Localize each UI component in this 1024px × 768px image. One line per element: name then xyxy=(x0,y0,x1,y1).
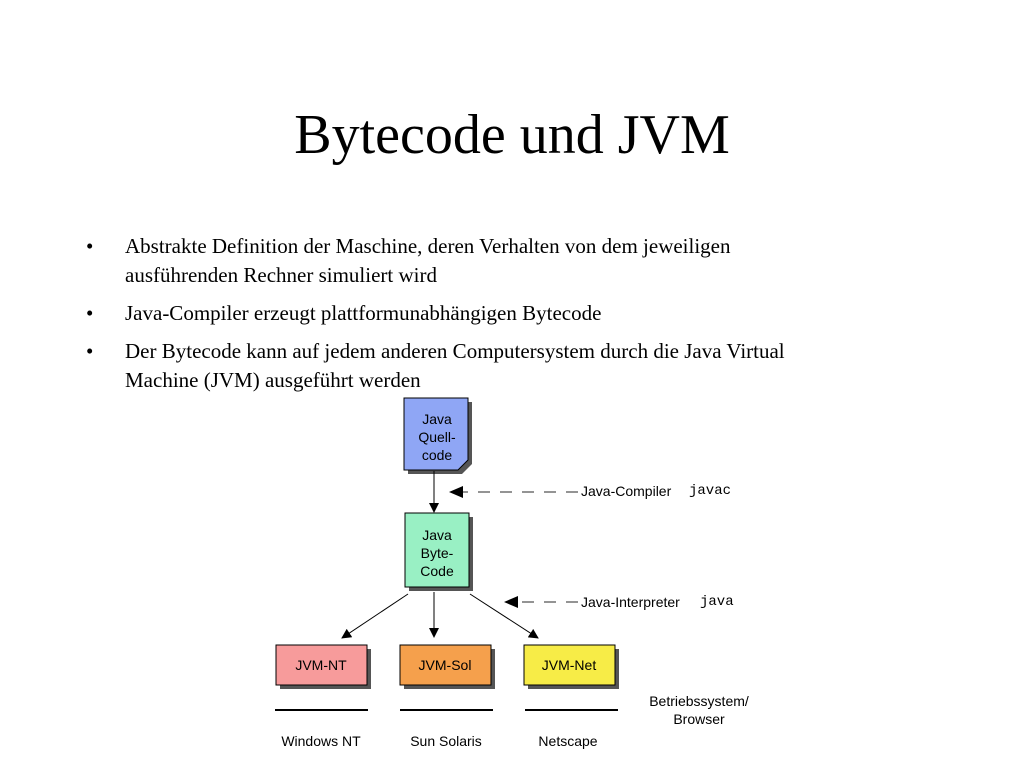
bullet-item: • Java-Compiler erzeugt plattformunabhän… xyxy=(86,299,966,328)
bullet-line: Machine (JVM) ausgeführt werden xyxy=(125,368,421,392)
arrow-to-jvm-nt xyxy=(341,593,409,639)
platform-label-netscape: Netscape xyxy=(538,733,597,749)
source-code-label-line: Java xyxy=(422,411,452,427)
source-code-shape xyxy=(403,397,469,471)
bytecode-label-line: Java xyxy=(422,527,452,543)
interpreter-command: java xyxy=(700,594,734,610)
source-code-box: Java Quell- code xyxy=(403,397,472,474)
interpreter-label: Java-Interpreter xyxy=(581,594,680,610)
platform-caption-line: Browser xyxy=(673,711,725,727)
bytecode-shape xyxy=(404,512,470,588)
interpreter-arrowhead-icon xyxy=(504,596,518,608)
jvm-net-label: JVM-Net xyxy=(542,657,597,673)
compiler-label: Java-Compiler xyxy=(581,483,672,499)
jvm-nt-shape xyxy=(275,644,368,686)
bullet-line: Der Bytecode kann auf jedem anderen Comp… xyxy=(125,339,785,363)
bullet-mark: • xyxy=(86,234,94,258)
jvm-net-box: JVM-Net xyxy=(523,644,619,689)
bytecode-box: Java Byte- Code xyxy=(404,512,473,591)
bullet-line: ausführenden Rechner simuliert wird xyxy=(125,263,437,287)
bullet-line: Abstrakte Definition der Maschine, deren… xyxy=(125,234,731,258)
platform-label-windows: Windows NT xyxy=(281,733,361,749)
source-code-label-line: code xyxy=(422,447,453,463)
bullet-item: • Abstrakte Definition der Maschine, der… xyxy=(86,232,966,290)
source-code-label-line: Quell- xyxy=(418,429,456,445)
jvm-sol-label: JVM-Sol xyxy=(419,657,472,673)
jvm-sol-box: JVM-Sol xyxy=(399,644,495,689)
jvm-nt-box: JVM-NT xyxy=(275,644,371,689)
jvm-net-shape xyxy=(523,644,616,686)
bullet-list: • Abstrakte Definition der Maschine, der… xyxy=(86,232,966,404)
platform-caption-line: Betriebssystem/ xyxy=(649,693,749,709)
bullet-mark: • xyxy=(86,339,94,363)
jvm-nt-label: JVM-NT xyxy=(295,657,347,673)
bullet-mark: • xyxy=(86,301,94,325)
jvm-sol-shape xyxy=(399,644,492,686)
bytecode-label-line: Byte- xyxy=(421,545,454,561)
platform-label-solaris: Sun Solaris xyxy=(410,733,482,749)
arrow-to-jvm-net xyxy=(469,593,539,639)
bullet-item: • Der Bytecode kann auf jedem anderen Co… xyxy=(86,337,966,395)
bullet-line: Java-Compiler erzeugt plattformunabhängi… xyxy=(125,301,602,325)
compiler-arrowhead-icon xyxy=(449,486,463,498)
slide-title: Bytecode und JVM xyxy=(294,104,730,166)
bytecode-label-line: Code xyxy=(420,563,454,579)
compiler-command: javac xyxy=(689,483,731,499)
